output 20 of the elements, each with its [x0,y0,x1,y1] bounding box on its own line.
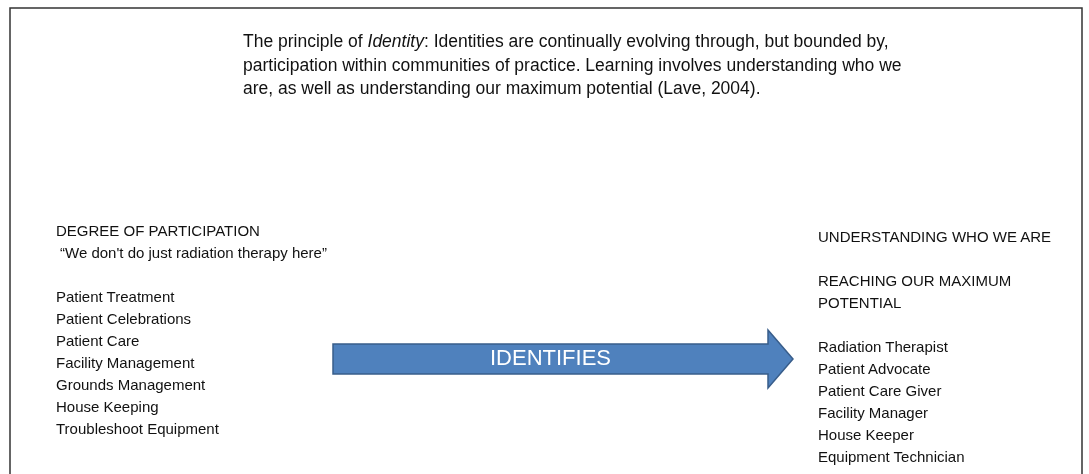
heading-text: UNDERSTANDING WHO WE ARE [818,227,1053,247]
list-item: House Keeping [56,397,160,417]
heading-text: DEGREE OF PARTICIPATION [56,221,261,241]
list-item: Patient Care Giver [818,381,943,401]
list-item: House Keeper [818,425,915,445]
list-item: Patient Care [56,331,141,351]
list-item: Patient Celebrations [56,309,193,329]
quote-text: “We don't do just radiation therapy here” [59,243,328,263]
list-item: Radiation Therapist [818,337,949,357]
heading-text: REACHING OUR MAXIMUM POTENTIAL [818,271,1013,313]
list-item: Facility Management [56,353,196,373]
list-item: Grounds Management [56,375,207,395]
list-item: Patient Advocate [818,359,932,379]
block-arrow [332,328,794,390]
title-text: The principle of Identity: Identities are continually evolving through, but bounded by, participation within communities of practice. Learning involves understanding who we are, as well as understanding our maximum potential (Lave, 2004). [243,30,903,100]
list-item: Patient Treatment [56,287,176,307]
list-item: Facility Manager [818,403,930,423]
list-item: Equipment Technician [818,447,966,467]
list-item: Troubleshoot Equipment [56,419,220,439]
edge-label: IDENTIFIES [489,345,612,371]
